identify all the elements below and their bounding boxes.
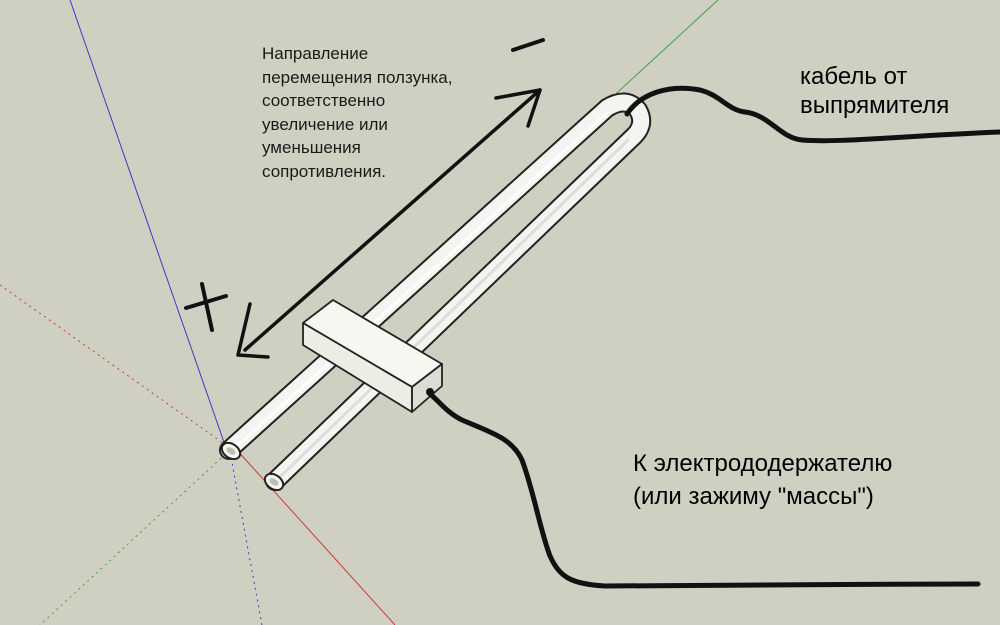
- arrowhead-lower: [236, 302, 270, 359]
- blue-axis-dotted: [229, 451, 263, 625]
- minus-sign: [511, 38, 545, 52]
- electrode-label-line: К электрододержателю: [633, 450, 893, 477]
- cable-label-line: выпрямителя: [800, 92, 950, 119]
- electrode-label: К электрододержателю (или зажиму "массы"…: [633, 447, 892, 513]
- electrode-label-line: (или зажиму "массы"): [633, 483, 874, 510]
- blue-axis: [69, 0, 227, 449]
- green-axis-dotted: [39, 449, 231, 625]
- slider-side-face: [411, 363, 443, 413]
- red-axis-dotted: [0, 284, 231, 449]
- rod-ends: [220, 441, 285, 492]
- u-shaped-rod: [219, 92, 652, 491]
- red-axis: [234, 447, 396, 625]
- plus-sign-vertical: [200, 282, 214, 332]
- direction-note: Направление перемещения ползунка, соотве…: [262, 42, 452, 183]
- slider-terminal: [426, 388, 434, 396]
- cable-label-line: кабель от: [800, 63, 908, 90]
- cable-label: кабель от выпрямителя: [800, 62, 949, 120]
- arrowhead-upper: [494, 88, 542, 128]
- electrode-cable: [427, 391, 981, 589]
- direction-arrow: [236, 88, 542, 359]
- direction-note-line: сопротивления.: [262, 161, 386, 181]
- direction-note-line: Направление: [262, 44, 369, 63]
- wires: [427, 85, 1000, 589]
- slider-block: [302, 299, 443, 413]
- polarity-marks: [184, 38, 545, 332]
- direction-note-line: перемещения ползунка,: [262, 67, 453, 87]
- direction-note-line: соответственно: [262, 91, 386, 110]
- rectifier-cable: [624, 85, 1000, 144]
- direction-note-line: уменьшения: [262, 138, 361, 157]
- direction-note-line: увеличение или: [262, 114, 388, 134]
